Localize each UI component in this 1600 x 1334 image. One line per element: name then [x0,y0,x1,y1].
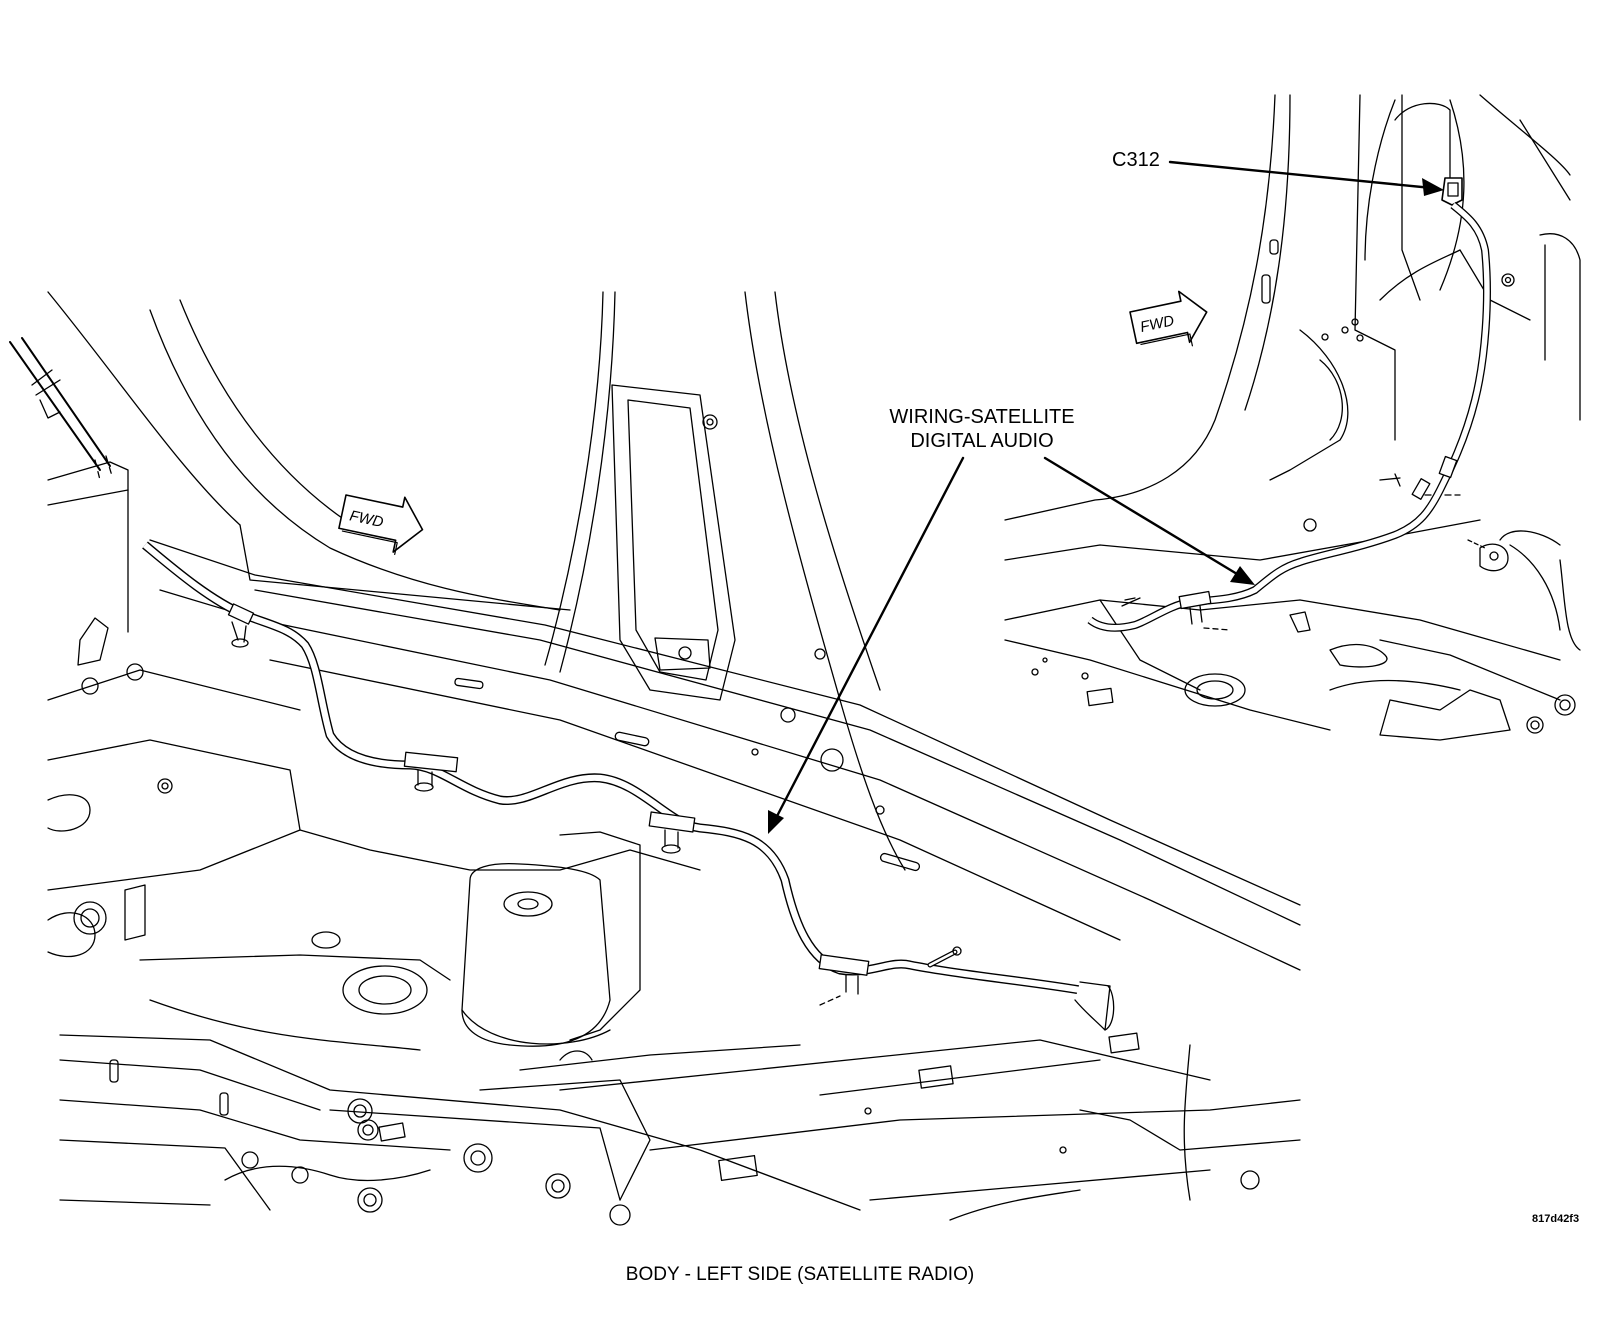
inset-view: FWD [1004,94,1581,741]
main-view: FWD [9,291,1301,1226]
harness-clip-icon [403,751,459,792]
satellite-wiring-harness-inset [1087,201,1491,632]
fwd-text-inset: FWD [1139,312,1176,336]
stud-icon [109,1059,119,1083]
fwd-arrow-icon: FWD [1129,290,1208,347]
arrowhead-icon [1422,178,1444,196]
left-floor-structure [47,461,301,958]
stud-icon [219,1092,229,1116]
bolt-icon [126,663,144,681]
c312-connector-icon [1441,177,1463,206]
harness-clip-icon [227,603,255,648]
c312-leader-line [1168,160,1434,190]
wiring-label: WIRING-SATELLITE DIGITAL AUDIO [872,405,1092,453]
figure-caption: BODY - LEFT SIDE (SATELLITE RADIO) [625,1264,975,1285]
satellite-wiring-harness-main [9,337,1115,1031]
front-arch [47,291,571,611]
fwd-arrow-icon: FWD [338,494,424,556]
wiring-label-line1: WIRING-SATELLITE [889,406,1075,428]
wiring-leader-inset [1043,456,1244,579]
arrowhead-icon [1230,566,1255,585]
figure-code: 817d42f3 [1532,1213,1580,1225]
leader-arrows [768,160,1444,834]
bolt-icon [81,677,99,695]
harness-clip-icon [648,811,696,854]
fwd-text-main: FWD [348,507,385,531]
arrowhead-icon [768,810,784,834]
center-floor [139,829,1211,1201]
floor-pan [59,1034,1301,1226]
bolt-icon [702,414,718,430]
harness-clip-icon [818,954,870,1006]
c312-label: C312 [1112,149,1160,171]
grommet-icon [678,646,692,660]
wiring-leader-main [773,456,965,822]
b-pillar [544,291,906,871]
wiring-label-line2: DIGITAL AUDIO [910,430,1054,452]
rocker-panel [149,539,1301,971]
